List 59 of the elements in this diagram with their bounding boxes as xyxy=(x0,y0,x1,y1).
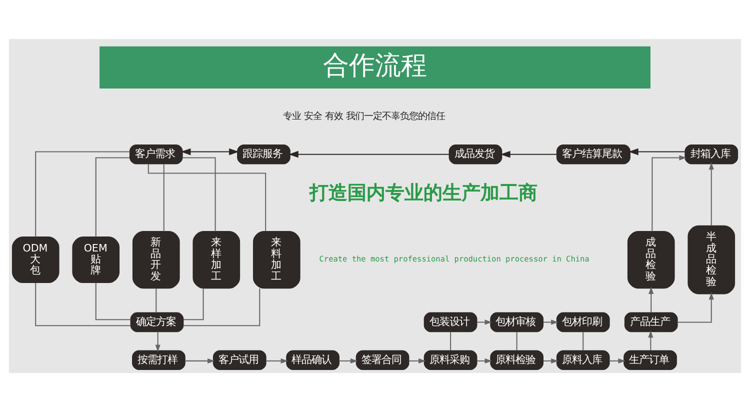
node-box: 包材审核 xyxy=(490,312,544,332)
connector xyxy=(183,288,204,320)
node-box: 成品发货 xyxy=(448,144,502,164)
arrow xyxy=(500,150,557,158)
connector xyxy=(148,163,266,231)
label: 打造国内专业的生产加工商 xyxy=(309,181,538,204)
connector xyxy=(95,282,131,320)
connector xyxy=(182,156,216,231)
node-box: 半成品检验 xyxy=(688,224,736,294)
arrow xyxy=(409,358,426,363)
node-box: 原料入库 xyxy=(556,350,610,370)
node-box: 样品确认 xyxy=(286,350,340,370)
node-box: 生产订单 xyxy=(624,350,677,370)
node-box: 成品检验 xyxy=(627,230,675,288)
arrow xyxy=(339,358,358,363)
node-box: 跟踪服务 xyxy=(237,144,290,164)
connector xyxy=(35,150,130,236)
arrow xyxy=(266,358,288,363)
connector xyxy=(95,156,130,236)
arrow xyxy=(648,286,654,312)
arrow xyxy=(477,358,492,363)
arrow xyxy=(155,331,160,352)
connector xyxy=(163,164,164,231)
node-box: 来料加工 xyxy=(252,230,300,288)
arrow xyxy=(288,150,450,158)
arrow xyxy=(652,154,686,231)
node-box: 按需打样 xyxy=(132,350,186,370)
node-box: 包材印刷 xyxy=(556,312,610,332)
arrow xyxy=(648,330,654,350)
connector xyxy=(582,331,584,350)
node-box: ODM大包 xyxy=(12,236,60,283)
node-box: 原料检验 xyxy=(490,350,544,370)
arrow xyxy=(708,162,714,226)
label: Create the most professional production processor in China xyxy=(319,254,590,264)
node-box: 客户结算尾款 xyxy=(556,144,630,164)
node-box: 确定方案 xyxy=(130,312,184,332)
connector xyxy=(156,288,157,312)
arrow xyxy=(610,358,626,363)
node-box: 封箱入库 xyxy=(684,144,738,164)
connector xyxy=(450,331,452,350)
node-box: OEM贴牌 xyxy=(72,236,120,283)
connector xyxy=(35,282,131,326)
node-box: 包装设计 xyxy=(424,312,478,332)
node-box: 客户需求 xyxy=(129,144,183,164)
node-box: 来样加工 xyxy=(192,230,240,288)
node-box: 客户试用 xyxy=(212,350,266,370)
arrow xyxy=(185,358,215,363)
node-box: 新品开发 xyxy=(132,230,180,288)
arrow xyxy=(180,148,239,155)
connector xyxy=(183,288,260,326)
node-box: 原料采购 xyxy=(424,350,478,370)
arrow xyxy=(678,292,714,322)
node-box: 产品生产 xyxy=(624,312,678,332)
diagram-title: 合作流程 xyxy=(322,50,427,80)
label: 专业 安全 有效 我们一定不辜负您的信任 xyxy=(283,110,446,122)
arrow xyxy=(477,319,492,324)
connector xyxy=(516,331,518,350)
arrow xyxy=(628,148,685,155)
node-box: 签署合同 xyxy=(356,350,410,370)
